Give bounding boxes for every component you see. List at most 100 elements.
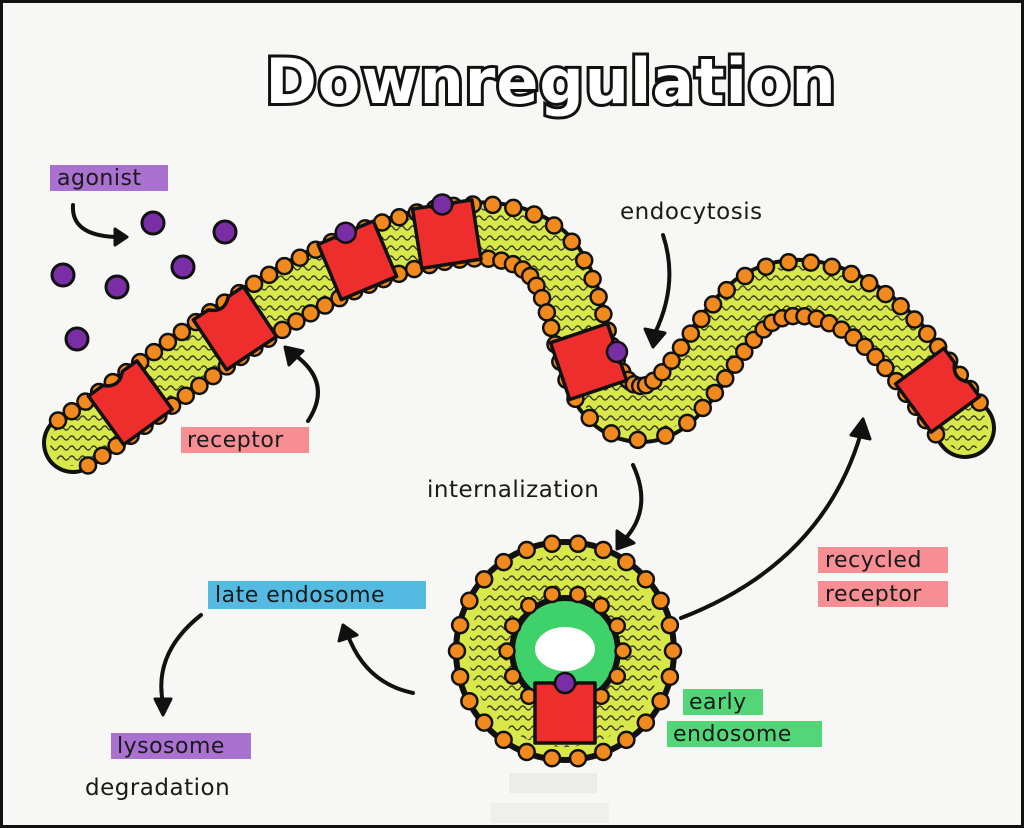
lipid-head [660, 615, 680, 635]
page-title: Downregulation [265, 45, 836, 118]
lipid-head [474, 713, 494, 732]
svg-text:late endosome: late endosome [215, 583, 385, 608]
lipid-head [144, 342, 164, 362]
lipid-head [614, 642, 632, 660]
lipid-head [735, 266, 755, 286]
endosome-lumen [535, 627, 595, 671]
lipid-head [617, 730, 636, 750]
svg-text:recycled: recycled [825, 548, 922, 573]
lipid-head [717, 280, 736, 300]
lipid-head [494, 552, 513, 572]
lipid-head [617, 552, 636, 572]
bound-agonist [553, 671, 577, 695]
lipid-head [636, 713, 656, 732]
lipid-head [917, 324, 937, 344]
lipid-head [574, 251, 594, 270]
lipid-head [905, 310, 924, 329]
lipid-head [524, 205, 544, 224]
lipid-head [62, 401, 82, 421]
lipid-head [725, 355, 745, 374]
degradation-arrow [153, 613, 203, 717]
lipid-head [542, 748, 562, 768]
lipid-head [517, 742, 536, 762]
endocytosis-label: endocytosis [620, 199, 763, 225]
lipid-head [460, 591, 479, 611]
lipid-head [594, 540, 613, 560]
recycled-receptor-label: recycled receptor [818, 547, 948, 607]
lipid-head [203, 366, 223, 386]
lipid-head [517, 540, 536, 560]
agonist-molecule [50, 262, 76, 288]
lipid-head [158, 332, 178, 352]
lipid-head [93, 446, 112, 465]
lipid-head [275, 256, 294, 276]
lipid-head [692, 309, 711, 329]
bound-agonist [605, 340, 629, 364]
lipid-head [636, 570, 656, 589]
arrows [70, 203, 872, 717]
lipid-head [520, 596, 538, 615]
tape-mark [509, 773, 597, 793]
lipid-head [494, 730, 513, 750]
lipid-head [589, 287, 608, 307]
lipid-head [842, 264, 861, 284]
svg-text:endosome: endosome [673, 722, 792, 747]
agonist-molecule [64, 326, 90, 352]
lipid-head [608, 667, 627, 685]
lipid-head [651, 591, 670, 611]
lipid-head [290, 248, 310, 267]
agonist-molecule [170, 254, 196, 280]
lipid-head [705, 383, 725, 403]
lipid-head [503, 667, 522, 685]
bound-agonist [430, 193, 454, 216]
lipid-head [663, 641, 683, 661]
lipid-head [891, 297, 910, 316]
bound-agonist [334, 221, 357, 244]
endocytosis-arrow [643, 233, 672, 349]
early-endosome-label: early endosome [667, 689, 822, 747]
lipid-head [876, 358, 895, 378]
lipid-head [703, 295, 723, 314]
tape-mark [491, 803, 609, 823]
lipid-head [543, 585, 561, 604]
lipid-head [503, 617, 522, 635]
lipid-head [756, 257, 776, 276]
lipid-head [677, 413, 697, 433]
receptor-arrow [283, 345, 320, 423]
receptor-label: receptor [181, 427, 309, 453]
lipid-head [671, 338, 691, 357]
lipid-head [592, 596, 610, 615]
agonist-label: agonist [50, 165, 168, 191]
lipid-head [594, 742, 613, 762]
receptor [893, 346, 982, 434]
lipid-head [244, 274, 264, 294]
lipid-head [681, 324, 701, 343]
lipid-head [483, 195, 502, 215]
lipid-head [608, 617, 627, 635]
lipid-head [583, 269, 602, 289]
agonist-arrow [70, 203, 129, 247]
downregulation-diagram: Downregulation [42, 42, 996, 823]
lipid-head [504, 198, 523, 218]
late-endosome-arrow [337, 623, 415, 695]
lipid-head [390, 207, 409, 227]
lipid-head [656, 426, 675, 445]
lipid-head [594, 304, 613, 324]
lysosome-label: lysosome [111, 733, 251, 759]
agonist-molecule [212, 219, 238, 245]
lipid-head [876, 284, 895, 304]
lipid-head [450, 615, 470, 635]
lipid-head [315, 296, 335, 315]
agonist-molecule [140, 210, 166, 236]
lipid-head [287, 312, 306, 331]
lipid-head [541, 318, 561, 338]
early-endosome-vesicle [447, 534, 683, 768]
lipid-head [569, 585, 587, 604]
lipid-head [660, 667, 680, 687]
internalization-arrow [615, 463, 644, 551]
lipid-head [474, 570, 494, 589]
lipid-head [447, 641, 467, 661]
late-endosome-label: late endosome [208, 581, 426, 609]
receptor [86, 359, 174, 447]
agonist-molecule [104, 274, 130, 300]
